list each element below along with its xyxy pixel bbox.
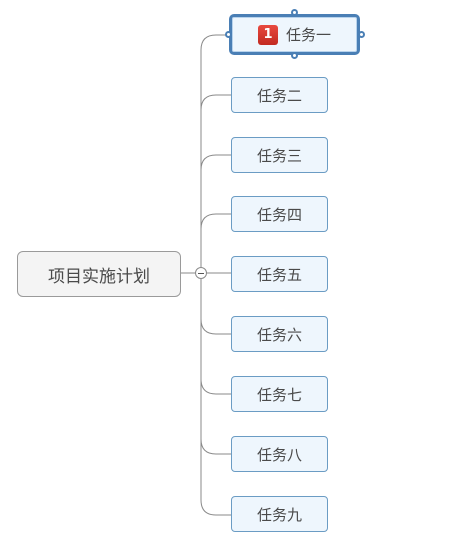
subtopic-task-7[interactable]: 任务七 [231,376,328,412]
root-topic-label: 项目实施计划 [48,266,150,287]
subtopic-task-4[interactable]: 任务四 [231,196,328,232]
subtopic-label: 任务四 [256,205,302,224]
subtopic-task-1[interactable]: 1 任务一 [229,14,360,55]
priority-1-icon: 1 [257,24,278,45]
task-9-connector [200,279,231,516]
left-resize-handle[interactable] [225,31,232,38]
right-resize-handle[interactable] [358,31,365,38]
subtopic-label: 任务一 [285,26,331,44]
subtopic-task-6[interactable]: 任务六 [231,316,328,352]
subtopic-label: 任务八 [256,445,302,464]
task-3-connector [200,154,231,171]
root-topic[interactable]: 项目实施计划 [17,251,181,297]
subtopic-label: 任务五 [256,265,302,284]
subtopic-task-5[interactable]: 任务五 [231,256,328,292]
subtopic-task-2[interactable]: 任务二 [231,77,328,113]
task-8-connector [200,438,231,455]
subtopic-label: 任务七 [256,385,302,404]
collapse-minus-icon[interactable] [195,267,207,279]
subtopic-task-3[interactable]: 任务三 [231,137,328,173]
task-4-connector [200,213,231,230]
top-resize-handle[interactable] [291,9,298,16]
subtopic-label: 任务六 [256,325,302,344]
subtopic-label: 任务三 [256,146,302,165]
task-6-connector [200,318,231,335]
subtopic-label: 任务九 [256,505,302,524]
subtopic-task-8[interactable]: 任务八 [231,436,328,472]
subtopic-label: 任务二 [256,86,302,105]
bottom-resize-handle[interactable] [291,52,298,59]
task-2-connector [200,94,231,111]
task-1-connector [200,34,229,267]
subtopic-task-9[interactable]: 任务九 [231,496,328,532]
task-7-connector [200,378,231,395]
